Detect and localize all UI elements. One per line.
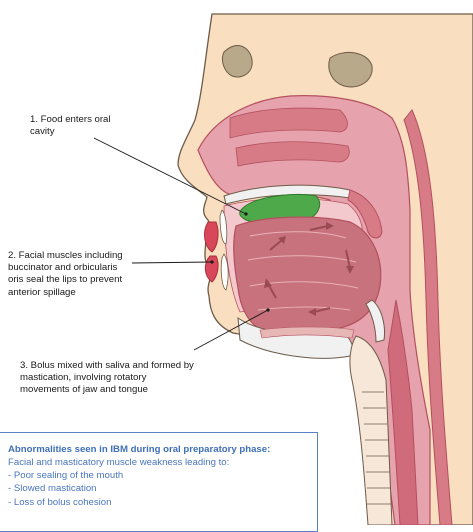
leader-dot-3 <box>266 308 269 311</box>
tongue <box>234 217 381 330</box>
callout-food-enters: 1. Food enters oral cavity <box>30 114 111 138</box>
callout-bolus-mixed-line: mastication, involving rotatory <box>20 372 194 384</box>
callout-bolus-mixed: 3. Bolus mixed with saliva and formed by… <box>20 360 194 397</box>
leader-dot-2 <box>210 260 213 263</box>
callout-bolus-mixed-line: movements of jaw and tongue <box>20 384 194 396</box>
callout-facial-muscles-line: buccinator and orbicularis <box>8 262 123 274</box>
callout-bolus-mixed-line: 3. Bolus mixed with saliva and formed by <box>20 360 194 372</box>
callout-facial-muscles-line: 2. Facial muscles including <box>8 250 123 262</box>
abnormalities-item: - Poor sealing of the mouth <box>8 469 309 482</box>
callout-facial-muscles: 2. Facial muscles including buccinator a… <box>8 250 123 299</box>
abnormalities-box: Abnormalities seen in IBM during oral pr… <box>0 432 318 532</box>
leader-dot-1 <box>244 212 247 215</box>
frontal-sinus <box>222 46 252 77</box>
abnormalities-title: Abnormalities seen in IBM during oral pr… <box>8 443 309 456</box>
abnormalities-intro: Facial and masticatory muscle weakness l… <box>8 456 309 469</box>
leader-line-2 <box>132 262 212 263</box>
callout-facial-muscles-line: oris seal the lips to prevent <box>8 274 123 286</box>
abnormalities-item: - Loss of bolus cohesion <box>8 496 309 509</box>
callout-food-enters-line: 1. Food enters oral <box>30 114 111 126</box>
abnormalities-item: - Slowed mastication <box>8 482 309 495</box>
callout-facial-muscles-line: anterior spillage <box>8 287 123 299</box>
callout-food-enters-line: cavity <box>30 126 111 138</box>
